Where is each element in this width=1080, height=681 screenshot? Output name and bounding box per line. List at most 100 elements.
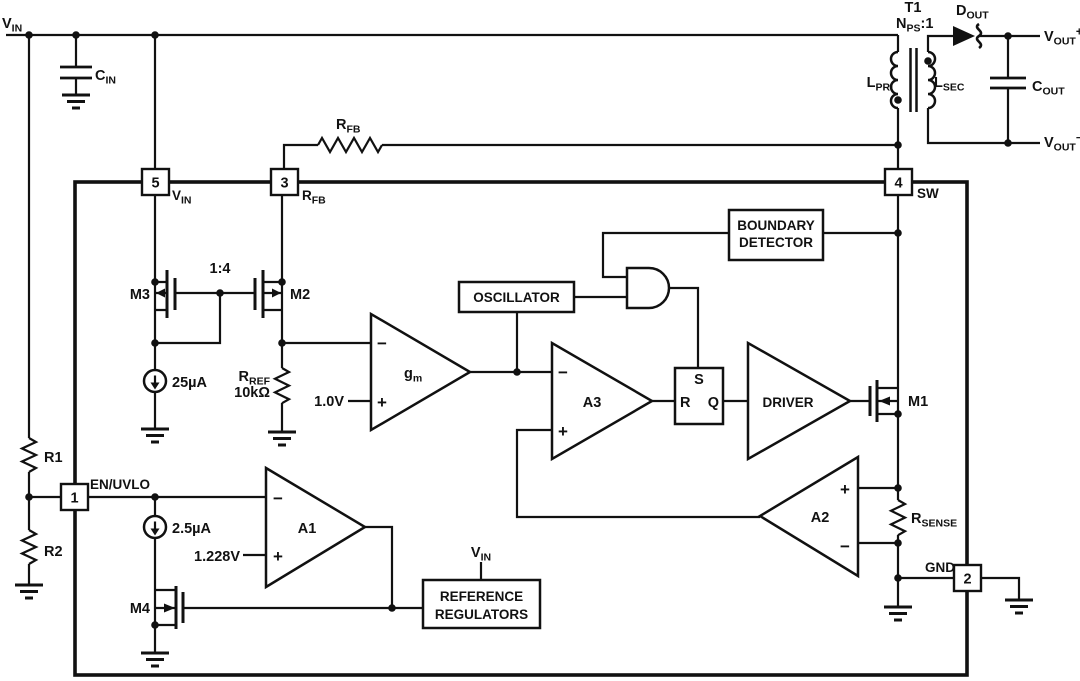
latch-q-label: Q [708, 395, 719, 411]
junction-dot [72, 31, 80, 39]
a2-feedback-wire [515, 428, 760, 519]
sr-latch [673, 366, 748, 426]
m1-mosfet-bars [868, 380, 879, 422]
pin-4-number: 4 [894, 176, 902, 192]
a2-minus-sign: − [840, 537, 850, 556]
rref-ground [266, 430, 298, 447]
pin-5-number: 5 [151, 176, 159, 192]
boundary-detector-label-2: DETECTOR [739, 235, 813, 250]
ic-outline [73, 180, 969, 677]
and-gate-shape [625, 266, 671, 310]
secondary-top-wire [926, 34, 953, 52]
a2-plus-sign: + [840, 480, 850, 499]
junction-dot [25, 493, 33, 501]
pwm-comparator [515, 340, 760, 519]
junction-dot [216, 289, 224, 297]
oscillator-box [457, 280, 576, 314]
t1-label: T1 [905, 0, 922, 16]
a1-triangle [264, 465, 368, 590]
pin-5-box [140, 167, 171, 197]
m4-label: M4 [130, 601, 150, 617]
pin-vin-name: VIN [172, 188, 192, 207]
junction-dot [278, 278, 286, 286]
gm-amplifier [282, 311, 552, 433]
junction-dot [151, 621, 159, 629]
cin-label: CIN [95, 68, 116, 87]
pin-enuvlo-name: EN/UVLO [90, 477, 150, 492]
current-source-25ua [142, 368, 168, 394]
current-source-2p5ua [142, 514, 168, 540]
junction-dot [894, 484, 902, 492]
junction-dot [894, 574, 902, 582]
a1-minus-sign: − [273, 489, 283, 508]
pin-2-box [952, 563, 983, 593]
oscillator-label: OSCILLATOR [473, 290, 560, 305]
junction-dot [894, 410, 902, 418]
pin-3-number: 3 [280, 176, 288, 192]
driver-triangle [746, 340, 853, 462]
m3-stubs [155, 280, 167, 312]
transformer-core [909, 48, 918, 112]
r1-r2-divider [19, 35, 61, 585]
m4-ground [139, 651, 171, 668]
pin-gnd-name: GND [925, 560, 955, 575]
latch-s-label: S [694, 372, 704, 388]
pin-boxes [59, 167, 983, 593]
cin-capacitor [60, 65, 92, 80]
cout-capacitor [990, 76, 1026, 90]
rfb-label: RFB [336, 117, 361, 136]
sense-network [757, 141, 1035, 622]
nps-ratio-label: NPS:1 [896, 16, 933, 35]
sr-latch-box [673, 366, 725, 426]
a3-label: A3 [583, 395, 602, 411]
m3-label: M3 [130, 287, 150, 303]
current-2p5ua-label: 2.5µA [172, 521, 212, 537]
a1-output-wire [365, 525, 394, 608]
lsec-label: LSEC [934, 75, 965, 94]
pin-2-number: 2 [963, 572, 971, 588]
gm-label: gm [404, 366, 422, 385]
junction-dot [894, 229, 902, 237]
boundary-detector-box [727, 208, 825, 262]
transformer [889, 35, 937, 169]
pin-3-box [269, 167, 300, 197]
junction-dot [1004, 139, 1012, 147]
rfb-network [282, 135, 898, 169]
secondary-winding [927, 50, 937, 110]
and-gate [625, 266, 700, 368]
pin-1-box [59, 482, 90, 512]
boundary-detector-label-1: BOUNDARY [737, 218, 815, 233]
reference-regulators-label-1: REFERENCE [440, 589, 523, 604]
r2-ground [13, 583, 45, 600]
and-output-wire [669, 286, 700, 368]
pin-rfb-name: RFB [302, 188, 326, 207]
m1-power-mosfet [868, 380, 898, 422]
driver-label: DRIVER [762, 395, 813, 410]
gm-minus-sign: − [377, 334, 387, 353]
external-gnd-wire [981, 576, 1021, 600]
ref-1228v-label: 1.228V [194, 549, 240, 565]
rref-value-label: 10kΩ [234, 385, 270, 401]
latch-r-label: R [680, 395, 691, 411]
boundary-detector-block [601, 208, 898, 279]
sw-rsense-rail [888, 195, 908, 607]
r1-label: R1 [44, 450, 63, 466]
m3-mosfet-bars [165, 270, 177, 318]
m2-arrow [272, 288, 281, 298]
junction-dot [151, 493, 159, 501]
pin-sw-name: SW [917, 186, 939, 201]
vout-minus-wire [926, 108, 1040, 145]
current-25ua-label: 25µA [172, 375, 207, 391]
reference-regulators-block [421, 562, 542, 630]
rref-branch [272, 195, 292, 432]
rref-label: RREF [239, 369, 271, 388]
junction-dot [894, 141, 902, 149]
rfb-resistor-net [282, 135, 898, 169]
dout-label: DOUT [956, 3, 989, 22]
en-uvlo-network [25, 465, 423, 668]
junction-dot [151, 31, 159, 39]
cout-label: COUT [1032, 79, 1065, 98]
junction-dot [25, 31, 33, 39]
cin-ground [60, 93, 92, 110]
